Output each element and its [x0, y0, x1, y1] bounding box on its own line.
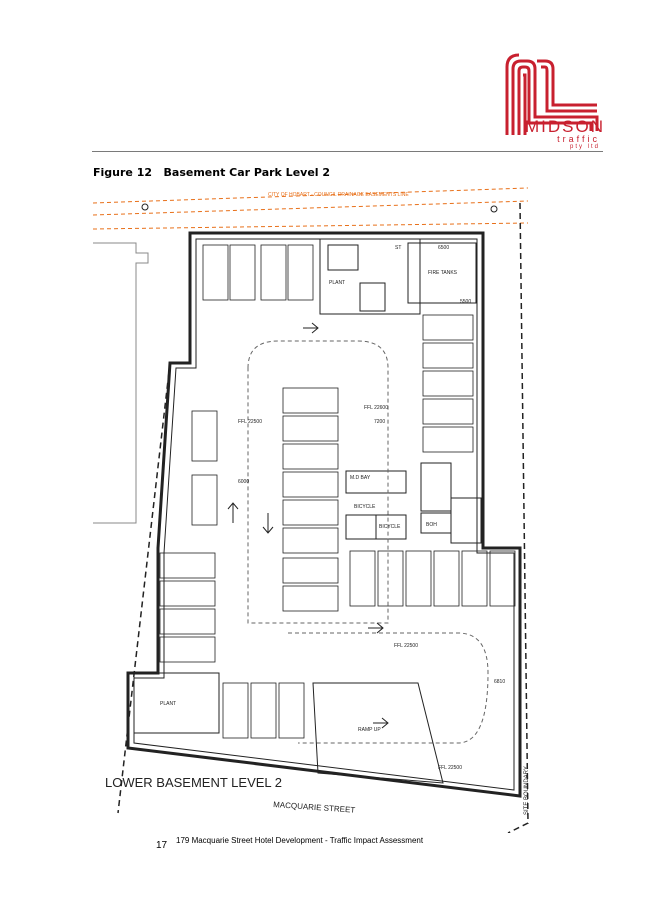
- figure-title: Basement Car Park Level 2: [163, 166, 331, 179]
- street-label: MACQUARIE STREET: [273, 800, 356, 815]
- ffl-label-4: FFL 22500: [438, 765, 462, 771]
- site-boundary-label: SITE BOUNDARY: [524, 766, 530, 815]
- easement-label: CITY OF HOBART - COUNCIL DRAINAGE EASEME…: [268, 192, 409, 198]
- room-st: ST: [395, 245, 401, 251]
- room-bicycle-1: BICYCLE: [354, 504, 376, 510]
- room-plant-bottom: PLANT: [160, 701, 176, 707]
- ffl-label-1: FFL 22500: [238, 419, 262, 425]
- header-rule: [92, 151, 603, 152]
- dim-7200: 7200: [374, 419, 385, 425]
- floor-plan: CITY OF HOBART - COUNCIL DRAINAGE EASEME…: [92, 187, 530, 833]
- room-fire-tanks: FIRE TANKS: [428, 270, 458, 276]
- room-plant-top: PLANT: [329, 280, 345, 286]
- room-md-bay: M.D BAY: [350, 475, 371, 481]
- dim-6500: 6500: [438, 245, 449, 251]
- page-number: 17: [156, 840, 168, 851]
- dim-5500: 5500: [460, 299, 471, 305]
- ramp-label: RAMP UP: [358, 727, 381, 733]
- midson-logo-icon: [505, 53, 599, 135]
- dim-6000: 6000: [238, 479, 249, 485]
- ffl-label-3: FFL 22500: [394, 643, 418, 649]
- figure-caption: Figure 12 Basement Car Park Level 2: [93, 166, 330, 179]
- figure-number: Figure 12: [93, 166, 153, 179]
- level-title: LOWER BASEMENT LEVEL 2: [105, 775, 282, 790]
- brand-name: MIDSON: [525, 117, 605, 136]
- room-boh: BOH: [426, 522, 437, 528]
- brand-sub: traffic: [557, 134, 600, 144]
- ffl-label-2: FFL 22600: [364, 405, 388, 411]
- dim-6810: 6810: [494, 679, 505, 685]
- room-bicycle-2: BICYCLE: [379, 524, 401, 530]
- brand-sub2: pty ltd: [569, 144, 600, 150]
- footer-text: 179 Macquarie Street Hotel Development -…: [176, 836, 424, 845]
